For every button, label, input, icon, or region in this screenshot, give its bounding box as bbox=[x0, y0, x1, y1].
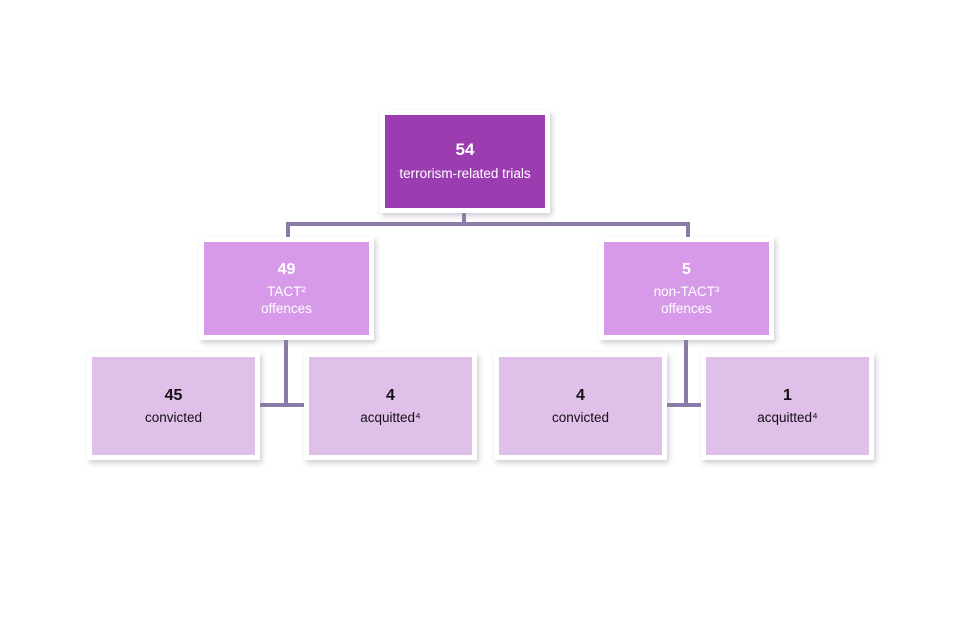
node-value: 54 bbox=[455, 140, 475, 160]
node-value: 1 bbox=[783, 386, 792, 404]
node-label: terrorism-related trials bbox=[399, 166, 531, 182]
node-label: convicted bbox=[144, 410, 203, 426]
node-non-tact-offences[interactable]: 5 non-TACT³ offences bbox=[599, 237, 774, 340]
node-label: acquitted⁴ bbox=[757, 410, 818, 426]
connector-tact-stem bbox=[284, 340, 288, 407]
node-tact-offences[interactable]: 49 TACT² offences bbox=[199, 237, 374, 340]
node-tact-convicted[interactable]: 45 convicted bbox=[87, 352, 260, 460]
node-label-line-1: TACT² bbox=[267, 284, 306, 300]
connector-non-tact-to-acquitted bbox=[684, 403, 704, 407]
node-label: non-TACT³ offences bbox=[654, 284, 720, 317]
connector-non-tact-to-convicted bbox=[666, 403, 688, 407]
node-tact-acquitted[interactable]: 4 acquitted⁴ bbox=[304, 352, 477, 460]
connector-root-crossbar bbox=[286, 222, 690, 226]
node-value: 5 bbox=[682, 260, 691, 278]
connector-root-to-non-tact bbox=[686, 222, 690, 237]
connector-tact-to-convicted bbox=[258, 403, 288, 407]
node-value: 49 bbox=[277, 260, 296, 278]
node-value: 4 bbox=[386, 386, 395, 404]
connector-root-to-tact bbox=[286, 222, 290, 237]
node-terrorism-related-trials[interactable]: 54 terrorism-related trials bbox=[380, 110, 550, 213]
connector-tact-to-acquitted bbox=[284, 403, 306, 407]
connector-non-tact-stem bbox=[684, 340, 688, 407]
node-non-tact-convicted[interactable]: 4 convicted bbox=[494, 352, 667, 460]
node-value: 45 bbox=[164, 386, 183, 404]
node-label-line-2: offences bbox=[661, 300, 712, 316]
node-label-line-1: non-TACT³ bbox=[653, 284, 720, 300]
node-label: acquitted⁴ bbox=[360, 410, 421, 426]
node-non-tact-acquitted[interactable]: 1 acquitted⁴ bbox=[701, 352, 874, 460]
node-label-line-2: offences bbox=[261, 300, 312, 316]
node-label: TACT² offences bbox=[261, 284, 312, 317]
connector-root-stem bbox=[462, 212, 466, 226]
node-label: convicted bbox=[551, 410, 610, 426]
node-value: 4 bbox=[576, 386, 585, 404]
